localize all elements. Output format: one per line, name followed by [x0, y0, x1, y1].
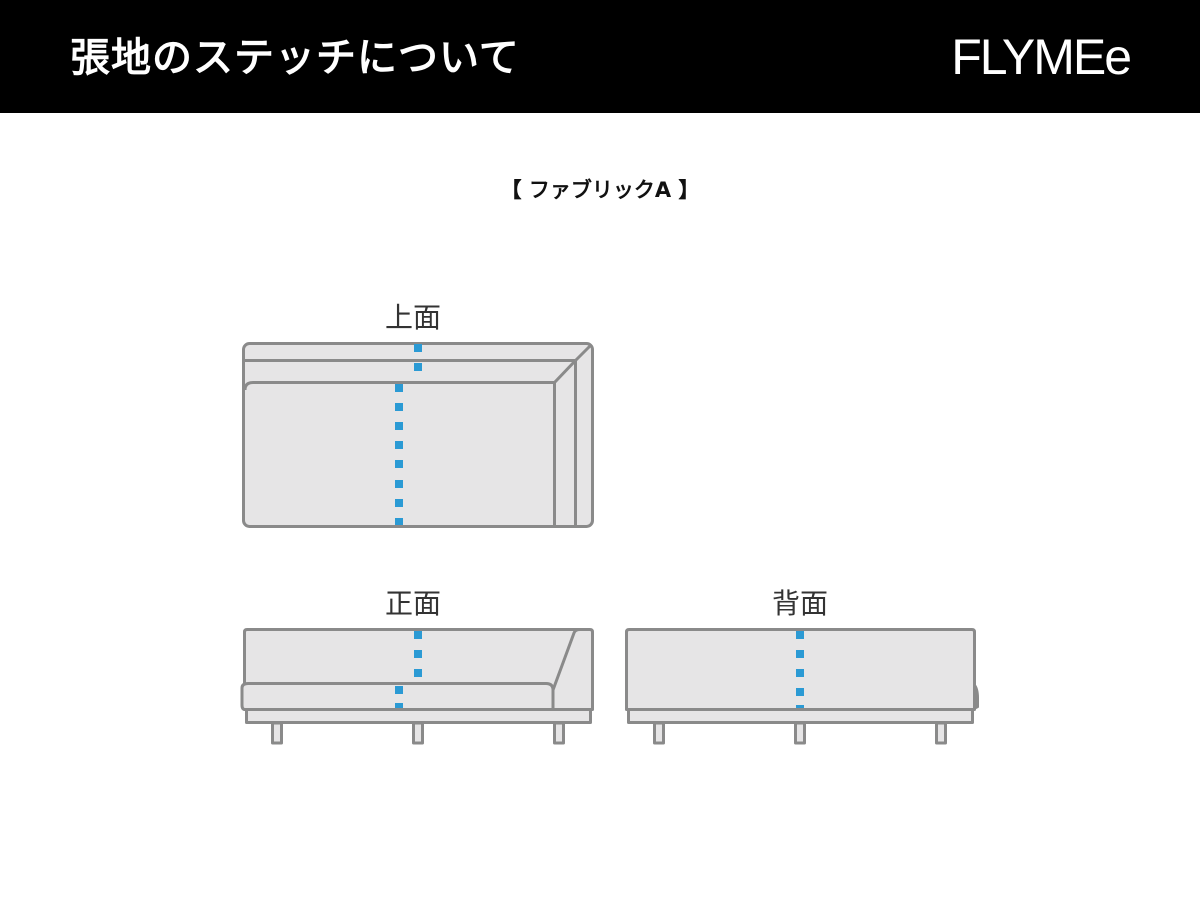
brand-logo: FLYMEe [951, 29, 1132, 85]
page-title: 張地のステッチについて [70, 35, 520, 81]
stitch-line-top [395, 344, 422, 525]
fabric-subtitle: 【 ファブリックA 】 [500, 178, 700, 202]
stitch-line-front [395, 631, 422, 708]
front-view-label: 正面 [384, 587, 441, 620]
header-bar: 張地のステッチについて FLYMEe [0, 0, 1200, 113]
top-view-label: 上面 [384, 301, 441, 334]
stitch-line-back [796, 631, 804, 708]
sofa-back-view-icon [625, 628, 979, 745]
sofa-top-view-icon [242, 342, 594, 528]
back-view-label: 背面 [771, 587, 828, 620]
sofa-front-view-icon [240, 628, 594, 745]
